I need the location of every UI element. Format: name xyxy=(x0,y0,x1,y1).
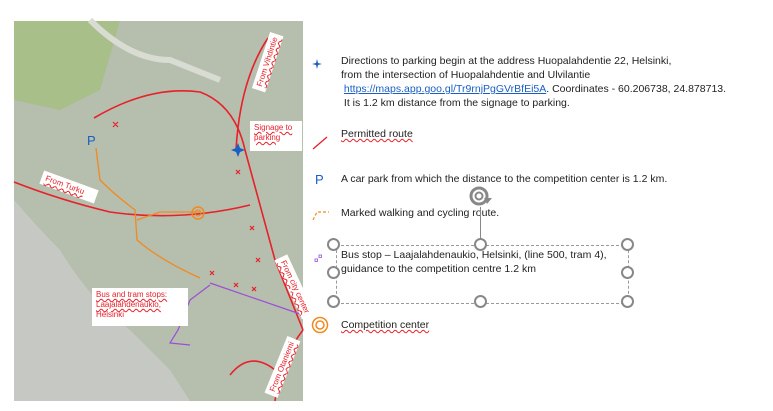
resize-handle[interactable] xyxy=(474,295,487,308)
bus-stop-line: guidance to the competition centre 1.2 k… xyxy=(341,263,536,275)
directions-line: Directions to parking begin at the addre… xyxy=(341,55,672,67)
parking-marker: P xyxy=(87,133,96,148)
competition-center-icon xyxy=(311,316,329,334)
walking-route xyxy=(95,147,201,279)
label-bus-tram-stops: Bus and tram stops: Laajalahdenaukio, He… xyxy=(92,288,188,326)
competition-center-marker xyxy=(191,206,205,220)
resize-handle[interactable] xyxy=(621,238,634,251)
bus-stop-icon xyxy=(314,254,322,262)
signage-star-icon xyxy=(312,59,322,69)
permitted-route-text: Permitted route xyxy=(341,128,413,140)
maps-link[interactable]: https://maps.app.goo.gl/Tr9rnjPgGVrBfEi5… xyxy=(343,83,547,95)
resize-handle[interactable] xyxy=(327,238,340,251)
cross-markers xyxy=(112,121,261,292)
resize-handle[interactable] xyxy=(327,266,340,279)
bus-route xyxy=(168,282,304,346)
label-signage: Signage to parking xyxy=(250,121,302,151)
walking-route-text: Marked walking and cycling route. xyxy=(341,207,500,219)
directions-line: from the intersection of Huopalahdentie … xyxy=(341,69,591,81)
directions-line: It is 1.2 km distance from the signage t… xyxy=(341,96,726,110)
parking-icon: P xyxy=(315,172,324,187)
resize-handle[interactable] xyxy=(327,295,340,308)
red-line-icon xyxy=(312,136,328,150)
rotate-handle-icon[interactable] xyxy=(466,184,494,208)
car-park-text: A car park from which the distance to th… xyxy=(341,173,668,185)
label-text: Signage to parking xyxy=(254,123,293,142)
coordinates: . Coordinates - 60.206738, 24.878713. xyxy=(546,83,727,95)
directions-link-line: https://maps.app.goo.gl/Tr9rnjPgGVrBfEi5… xyxy=(341,82,726,96)
resize-handle[interactable] xyxy=(621,266,634,279)
bus-stop-line: Bus stop – Laajalahdenaukio, Helsinki, (… xyxy=(341,249,607,261)
label-line: Helsinki xyxy=(96,310,125,319)
signage-marker xyxy=(231,143,245,157)
resize-handle[interactable] xyxy=(621,295,634,308)
competition-center-text: Competition center xyxy=(341,319,430,331)
distance-text: It is 1.2 km distance from the signage t… xyxy=(343,97,570,109)
bus-stop-text[interactable]: Bus stop – Laajalahdenaukio, Helsinki, (… xyxy=(341,248,607,276)
walking-route-icon xyxy=(312,211,329,221)
label-line: Laajalahdenaukio, xyxy=(96,300,161,309)
directions-text: Directions to parking begin at the addre… xyxy=(341,54,726,110)
label-line: Bus and tram stops: xyxy=(96,290,168,299)
resize-handle[interactable] xyxy=(474,238,487,251)
